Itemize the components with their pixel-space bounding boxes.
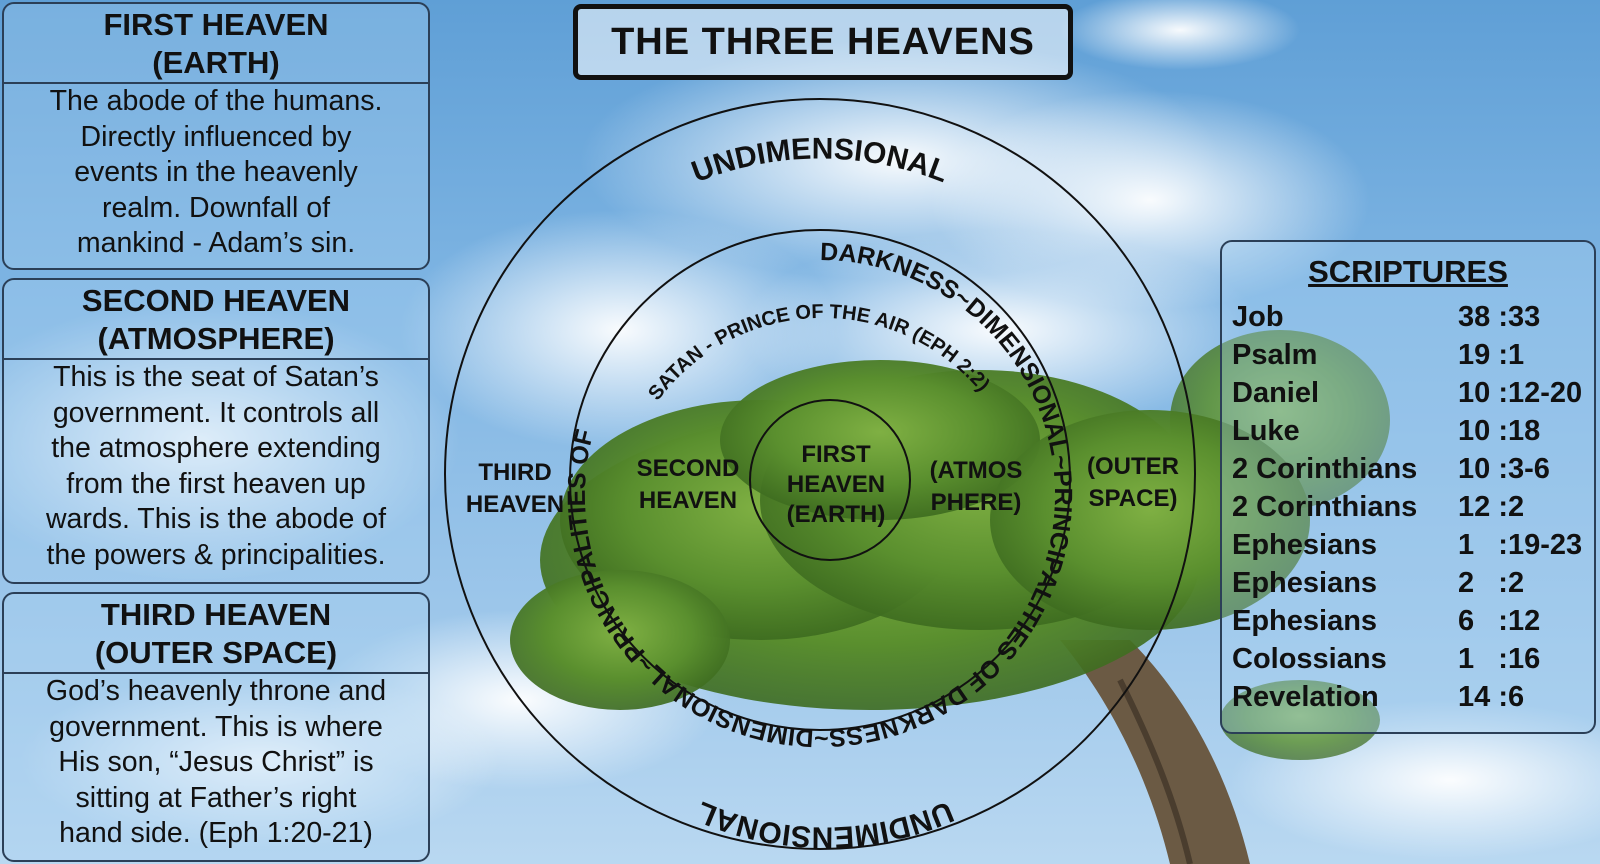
second-heaven-description: This is the seat of Satan’s government. … [4,360,428,573]
scripture-book: 2 Corinthians [1232,491,1418,523]
body-line: hand side. (Eph 1:20-21) [59,817,373,849]
third-heaven-description: God’s heavenly throne and government. Th… [4,674,428,852]
scripture-row: Revelation 14 :6 [1222,678,1594,716]
scripture-book: Psalm [1232,339,1318,371]
atmosphere-label: (ATMOS PHERE) [930,457,1023,516]
outer-arc-top-label: UNDIMENSIONAL [687,133,952,190]
first-heaven-description: The abode of the humans. Directly influe… [4,84,428,262]
heading-line: FIRST HEAVEN [103,7,329,42]
outer-space-label: (OUTER SPACE) [1087,453,1179,512]
body-line: His son, “Jesus Christ” is [58,746,374,778]
body-line: This is the seat of Satan’s [53,361,379,393]
scripture-row: 2 Corinthians 10 :3-6 [1222,450,1594,488]
svg-text:FIRST: FIRST [801,441,871,468]
scripture-ref: 14 :6 [1458,681,1525,713]
third-heaven-panel: THIRD HEAVEN (OUTER SPACE) God’s heavenl… [2,592,430,862]
body-line: Directly influenced by [80,120,352,153]
scripture-book: Luke [1232,415,1300,447]
body-line: from the first heaven up [66,467,366,500]
scripture-ref: 38 :33 [1458,301,1541,333]
svg-text:PHERE): PHERE) [931,489,1022,516]
svg-text:(OUTER: (OUTER [1087,453,1179,480]
body-line: God’s heavenly throne and [45,675,387,707]
third-heaven-heading: THIRD HEAVEN (OUTER SPACE) [4,594,428,674]
scripture-book: Daniel [1232,377,1320,409]
second-heaven-panel: SECOND HEAVEN (ATMOSPHERE) This is the s… [2,278,430,584]
inner-ring-first-heaven [749,399,911,561]
scripture-ref: 10 :3-6 [1458,453,1550,485]
heading-line: (OUTER SPACE) [94,635,338,670]
body-line: government. This is where [49,710,383,743]
scripture-row: Colossians 1 :16 [1222,640,1594,678]
scripture-row: Luke 10 :18 [1222,412,1594,450]
body-line: the atmosphere extending [51,432,381,464]
scripture-book: Ephesians [1232,529,1378,561]
page-title-text: THE THREE HEAVENS [611,20,1035,63]
svg-text:SPACE): SPACE) [1089,485,1178,512]
scripture-ref: 10 :12-20 [1458,377,1583,409]
scripture-ref: 6 :12 [1458,605,1541,637]
scripture-book: Ephesians [1232,567,1378,599]
heading-line: (ATMOSPHERE) [97,321,335,356]
scripture-ref: 12 :2 [1458,491,1525,523]
svg-text:(EARTH): (EARTH) [787,501,886,528]
middle-ring-second-heaven [569,229,1071,731]
body-line: sitting at Father’s right [75,781,357,814]
scripture-ref: 19 :1 [1458,339,1525,371]
body-line: wards. This is the abode of [45,503,387,535]
body-line: events in the heavenly [74,156,358,188]
scriptures-heading: SCRIPTURES [1308,254,1508,289]
first-heaven-label: FIRST HEAVEN (EARTH) [787,441,886,528]
outer-ring-third-heaven [444,98,1196,850]
svg-text:THIRD: THIRD [478,459,551,486]
page-title: THE THREE HEAVENS [573,4,1073,80]
body-line: the powers & principalities. [46,538,386,571]
scripture-row: Ephesians 2 :2 [1222,564,1594,602]
second-heaven-label: SECOND HEAVEN [637,455,740,514]
scripture-row: Daniel 10 :12-20 [1222,374,1594,412]
body-line: realm. Downfall of [101,191,331,224]
second-heaven-heading: SECOND HEAVEN (ATMOSPHERE) [4,280,428,360]
scripture-ref: 2 :2 [1458,567,1525,599]
scripture-row: Psalm 19 :1 [1222,336,1594,374]
heading-line: (EARTH) [152,45,280,80]
outer-arc-bottom-label: UNDIMENSIONAL [692,795,958,854]
scripture-ref: 1 :16 [1458,643,1541,675]
heading-line: SECOND HEAVEN [81,283,351,318]
svg-text:HEAVEN: HEAVEN [639,487,737,514]
scripture-book: Revelation [1232,681,1379,713]
scripture-ref: 10 :18 [1458,415,1541,447]
body-line: The abode of the humans. [49,85,383,117]
scripture-row: Ephesians 6 :12 [1222,602,1594,640]
satan-arc-label: SATAN - PRINCE OF THE AIR (EPH 2:2) [644,301,994,405]
third-heaven-label: THIRD HEAVEN [466,459,564,518]
scriptures-panel: SCRIPTURES Job 38 :33 Psalm 19 :1 Daniel 10… [1220,240,1596,734]
svg-text:HEAVEN: HEAVEN [787,471,885,498]
tree-shape [510,330,1390,864]
body-line: government. It controls all [52,396,380,429]
scripture-book: Job [1232,301,1284,333]
scripture-book: 2 Corinthians [1232,453,1418,485]
scripture-row: 2 Corinthians 12 :2 [1222,488,1594,526]
scripture-book: Colossians [1232,643,1387,675]
scripture-row: Job 38 :33 [1222,298,1594,336]
scripture-book: Ephesians [1232,605,1378,637]
svg-text:(ATMOS: (ATMOS [930,457,1023,484]
body-line: mankind - Adam’s sin. [76,227,356,259]
svg-text:SECOND: SECOND [637,455,740,482]
svg-text:HEAVEN: HEAVEN [466,491,564,518]
scripture-row: Ephesians 1 :19-23 [1222,526,1594,564]
heading-line: THIRD HEAVEN [100,597,332,632]
first-heaven-heading: FIRST HEAVEN (EARTH) [4,4,428,84]
first-heaven-panel: FIRST HEAVEN (EARTH) The abode of the hu… [2,2,430,270]
scripture-ref: 1 :19-23 [1458,529,1583,561]
